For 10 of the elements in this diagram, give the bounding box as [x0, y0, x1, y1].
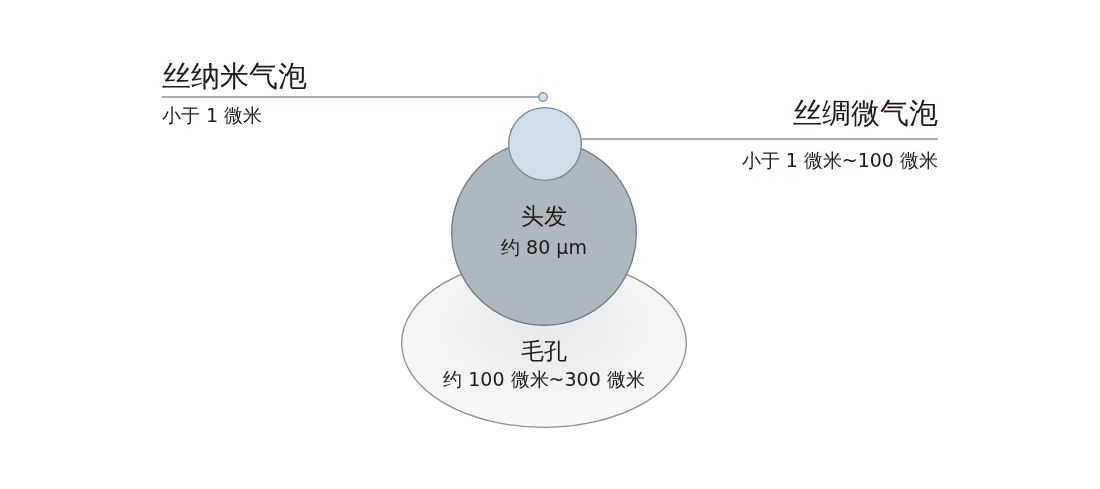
bubble-heading: 丝绸微气泡: [793, 95, 938, 132]
leader-line: [580, 138, 939, 140]
size-label: 小于 1 微米~100 微米: [741, 148, 938, 173]
leader-line: [161, 96, 539, 98]
hair-label: 头发: [521, 202, 567, 231]
size-label: 小于 1 微米: [162, 103, 263, 128]
bubble-heading: 丝纳米气泡: [162, 58, 307, 95]
pore-label: 毛孔: [521, 337, 567, 366]
size-label: 约 80 μm: [501, 235, 587, 260]
size-label: 约 100 微米~300 微米: [443, 367, 645, 392]
